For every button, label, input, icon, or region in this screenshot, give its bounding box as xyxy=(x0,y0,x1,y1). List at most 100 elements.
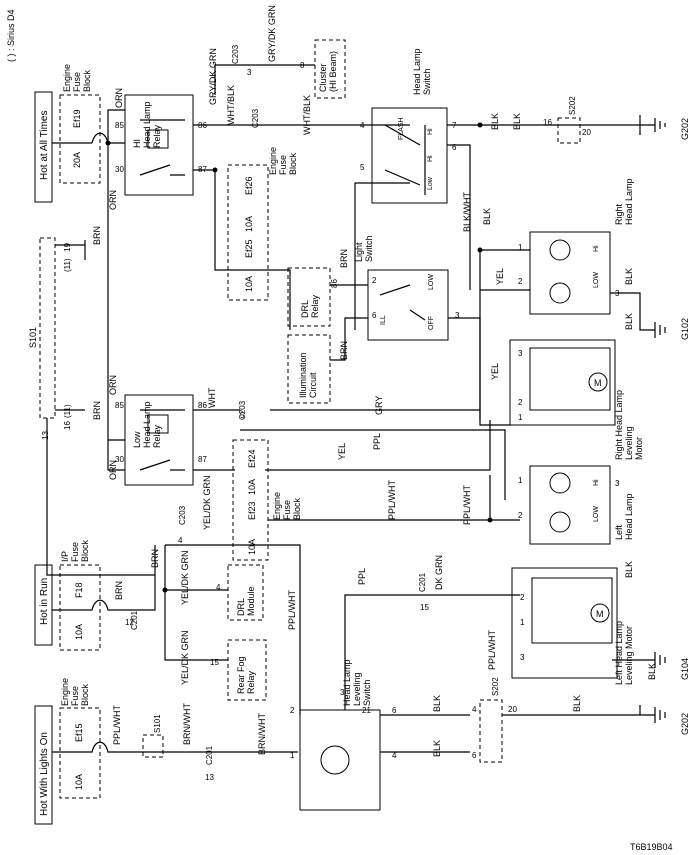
lhl-pin-2: 2 xyxy=(518,511,523,520)
llm-pin-2: 2 xyxy=(520,593,525,602)
splice-s101-small-label: S101 xyxy=(153,714,162,733)
fuse-ef25-rating: 10A xyxy=(244,216,254,232)
junction-dot xyxy=(105,140,111,146)
drl-module-pin-4: 4 xyxy=(216,583,221,592)
fuse-ef19-label: Ef19 xyxy=(72,109,82,128)
rear-fog-relay-label: Rear FogRelay xyxy=(236,656,256,694)
llm-pin-1: 1 xyxy=(520,618,525,627)
wire-gry-1: GRY xyxy=(374,396,384,415)
low-relay-pin-85: 85 xyxy=(115,401,124,410)
llm-pin-3: 3 xyxy=(520,653,525,662)
wire-ppl-wht-1: PPL/WHT xyxy=(112,704,122,745)
engine-fuse-block-label-1: EngineFuseBlock xyxy=(62,64,92,92)
c203-label-2: C203 xyxy=(238,400,247,420)
head-lamp-switch xyxy=(371,107,448,204)
wire-blk-8: BLK xyxy=(432,695,442,712)
cluster-label: Cluster(HI Beam) xyxy=(318,51,338,92)
illumination-circuit-label: IlluminationCircuit xyxy=(298,352,318,398)
ppl-wht-wire xyxy=(268,475,520,521)
low-relay-pin-87: 87 xyxy=(198,455,207,464)
leveling-switch-dial[interactable] xyxy=(320,745,350,775)
lvs-pin-1: 1 xyxy=(290,751,295,760)
right-motor-m: M xyxy=(594,378,602,388)
rear-fog-relay-pin-15: 15 xyxy=(210,658,219,667)
light-switch-contacts xyxy=(379,284,426,321)
right-leveling-motor xyxy=(509,339,616,426)
wire-yel-dk-grn-1: YEL/DK GRN xyxy=(202,475,212,530)
low-head-lamp-relay xyxy=(124,394,194,486)
low-relay-pin-86: 86 xyxy=(198,401,207,410)
splice-s101-label: S101 xyxy=(28,327,38,348)
c203-pin-4: 4 xyxy=(178,536,183,545)
light-switch-label: LightSwitch xyxy=(354,235,374,262)
switch-flash: FLASH xyxy=(398,117,405,140)
ground-g202-top: G202 xyxy=(680,118,690,140)
c201-pin-15: 15 xyxy=(420,603,429,612)
c201-pin-13: 13 xyxy=(205,773,214,782)
left-leveling-motor-inner xyxy=(531,577,613,644)
wire-yel-1: YEL xyxy=(495,268,505,285)
c201-label-1: C201 xyxy=(130,610,139,630)
c203-label-top: C203 xyxy=(231,44,240,64)
wire-orn-4: ORN xyxy=(108,460,118,480)
s202-top-pin-16: 16 xyxy=(543,118,552,127)
s101-pin-19: 19 xyxy=(63,243,72,252)
head-lamp-switch-contacts xyxy=(384,124,426,195)
hot-in-run-label: Hot in Run xyxy=(39,578,50,625)
drl-relay-box xyxy=(287,267,331,327)
fuse-ef15-box xyxy=(59,707,101,799)
switch-hi-2: Hi xyxy=(427,155,434,162)
right-lamp-feeds xyxy=(479,249,530,426)
ground-g202-bottom-symbol xyxy=(502,705,666,723)
hi-head-lamp-relay-label: HIHead LampRelay xyxy=(132,101,162,148)
right-hi-bulb xyxy=(549,239,571,261)
ground-g104: G104 xyxy=(680,658,690,680)
wire-yel-3: YEL xyxy=(337,443,347,460)
wire-yel-2: YEL xyxy=(490,363,500,380)
yel-dk-grn-branches xyxy=(164,545,228,661)
wire-ppl-1: PPL xyxy=(372,433,382,450)
engine-fuse-block-label-4: EngineFuseBlock xyxy=(272,492,302,520)
c203-label-3: C203 xyxy=(178,505,187,525)
wire-wht-blk-1: WHT/BLK xyxy=(226,85,236,125)
s202-pin-4: 4 xyxy=(472,705,477,714)
c203-label-1: C203 xyxy=(251,108,260,128)
wire-wht-blk-2: WHT/BLK xyxy=(302,95,312,135)
wire-yel-dk-grn-2: YEL/DK GRN xyxy=(180,550,190,605)
left-head-lamp-label: LeftHead Lamp xyxy=(614,493,634,540)
right-head-lamp xyxy=(529,231,611,315)
ground-g202-bottom: G202 xyxy=(680,713,690,735)
left-leveling-motor-label: Left Head LampLeveling Motor xyxy=(614,621,634,685)
head-lamp-switch-label: Head LampSwitch xyxy=(412,48,432,95)
lvs-pin-6: 6 xyxy=(392,706,397,715)
c201-label-2: C201 xyxy=(418,572,427,592)
c203-pin-5: 5 xyxy=(240,411,245,420)
lvs-pin-21: 21 xyxy=(362,706,371,715)
wire-brn-6: BRN xyxy=(339,341,349,360)
junction-dot xyxy=(487,517,493,523)
wire-orn-2: ORN xyxy=(108,190,118,210)
hi-relay-pin-85: 85 xyxy=(115,121,124,130)
fuse-ef15-rating: 10A xyxy=(74,774,84,790)
s202-pin-6: 6 xyxy=(472,751,477,760)
c201-label-3: C201 xyxy=(205,745,214,765)
right-head-lamp-label: RightHead Lamp xyxy=(614,178,634,225)
junction-dot xyxy=(162,587,168,593)
ip-fuse-block-label: I/PFuseBlock xyxy=(60,539,90,562)
fuse-ef25-ef26-box xyxy=(227,164,269,301)
c201-pin-12: 12 xyxy=(125,618,134,627)
lhl-pin-1: 1 xyxy=(518,476,523,485)
rlm-pin-2: 2 xyxy=(518,398,523,407)
fuse-ef25-label: Ef25 xyxy=(244,239,254,258)
wire-ppl-2: PPL xyxy=(357,568,367,585)
wire-brn-wht-1: BRN/WHT xyxy=(182,703,192,745)
low-relay-output-wire xyxy=(193,317,481,420)
fuse-ef23-rating: 10A xyxy=(247,479,257,495)
s101-pin-13: 13 xyxy=(41,431,50,440)
hi-relay-coil xyxy=(147,129,169,149)
ls-low: LOW xyxy=(428,274,435,290)
hot-at-all-times-label: Hot at All Times xyxy=(39,111,50,180)
wire-blk-6: BLK xyxy=(624,561,634,578)
wire-blk-7: BLK xyxy=(647,663,657,680)
